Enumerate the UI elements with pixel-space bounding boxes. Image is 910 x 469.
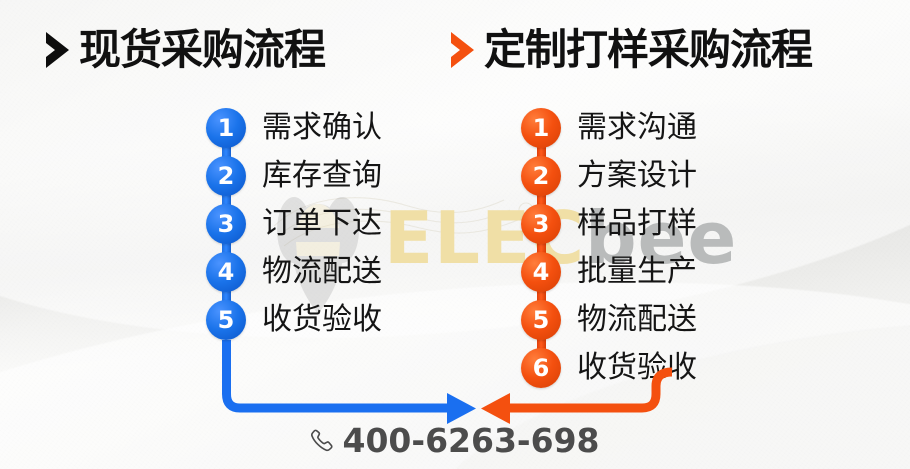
step-label: 批量生产 bbox=[577, 254, 697, 289]
step-label: 样品打样 bbox=[577, 206, 697, 241]
left-flow-heading: 现货采购流程 bbox=[43, 25, 326, 74]
right-flow-heading: 定制打样采购流程 bbox=[448, 25, 813, 74]
footer-phone[interactable]: 400-6263-698 bbox=[0, 424, 910, 457]
chevron-right-icon bbox=[451, 32, 474, 68]
step-item: 1 需求沟通 bbox=[517, 104, 697, 152]
step-label: 库存查询 bbox=[262, 158, 382, 193]
step-number-badge: 2 bbox=[521, 156, 561, 196]
step-item: 6 收货验收 bbox=[517, 344, 697, 392]
chevron-right-icon bbox=[46, 32, 69, 68]
step-number-badge: 2 bbox=[206, 156, 246, 196]
step-item: 3 样品打样 bbox=[517, 200, 697, 248]
right-flow-steps: 1 需求沟通 2 方案设计 3 样品打样 4 批量生产 5 物流配送 6 收货验收 bbox=[517, 104, 697, 392]
step-label: 方案设计 bbox=[577, 158, 697, 193]
step-item: 2 库存查询 bbox=[202, 152, 382, 200]
left-flow-title: 现货采购流程 bbox=[79, 25, 326, 74]
bee-mascot-icon bbox=[277, 197, 359, 314]
watermark-text-secondary: bee bbox=[585, 196, 738, 280]
step-label: 订单下达 bbox=[262, 206, 382, 241]
phone-handset-icon bbox=[311, 429, 334, 451]
step-item: 3 订单下达 bbox=[202, 200, 382, 248]
step-item: 5 收货验收 bbox=[202, 296, 382, 344]
step-number-badge: 3 bbox=[521, 204, 561, 244]
step-number-badge: 6 bbox=[521, 348, 561, 388]
step-item: 4 批量生产 bbox=[517, 248, 697, 296]
step-item: 2 方案设计 bbox=[517, 152, 697, 200]
step-number-badge: 1 bbox=[521, 108, 561, 148]
step-number-badge: 4 bbox=[521, 252, 561, 292]
right-flow-title: 定制打样采购流程 bbox=[484, 25, 813, 74]
phone-number: 400-6263-698 bbox=[342, 421, 600, 460]
step-item: 4 物流配送 bbox=[202, 248, 382, 296]
step-item: 1 需求确认 bbox=[202, 104, 382, 152]
step-number-badge: 5 bbox=[521, 300, 561, 340]
step-label: 收货验收 bbox=[262, 302, 382, 337]
step-number-badge: 4 bbox=[206, 252, 246, 292]
step-label: 需求确认 bbox=[262, 110, 382, 145]
step-label: 物流配送 bbox=[577, 302, 697, 337]
step-label: 收货验收 bbox=[577, 350, 697, 385]
step-number-badge: 3 bbox=[206, 204, 246, 244]
step-label: 需求沟通 bbox=[577, 110, 697, 145]
step-item: 5 物流配送 bbox=[517, 296, 697, 344]
left-flow-steps: 1 需求确认 2 库存查询 3 订单下达 4 物流配送 5 收货验收 bbox=[202, 104, 382, 344]
step-number-badge: 5 bbox=[206, 300, 246, 340]
step-label: 物流配送 bbox=[262, 254, 382, 289]
step-number-badge: 1 bbox=[206, 108, 246, 148]
